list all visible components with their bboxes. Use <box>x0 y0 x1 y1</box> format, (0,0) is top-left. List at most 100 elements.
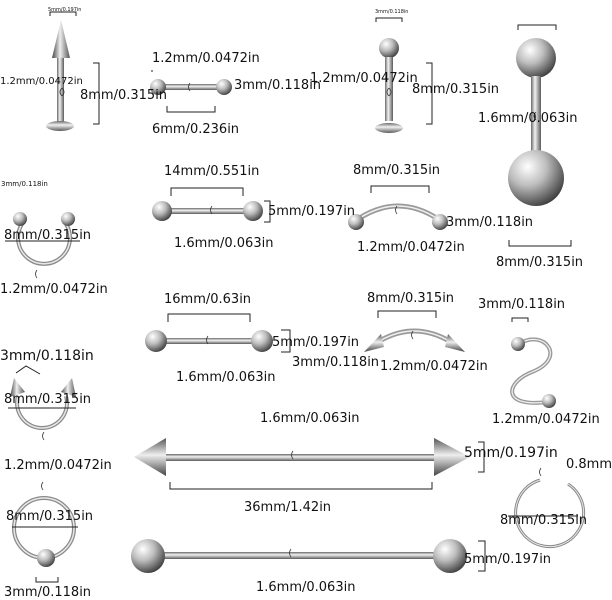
dimension-line <box>93 62 100 125</box>
length-label: 8mm/0.315in <box>412 82 500 97</box>
dimension-line <box>478 441 485 473</box>
horseshoe-ring-highlight <box>17 223 71 265</box>
bar <box>165 454 435 461</box>
gauge-label: 1.6mm/0.063in <box>256 580 356 595</box>
large-ball <box>508 150 564 206</box>
diameter-label: 8mm/0.315in <box>4 228 92 243</box>
dimension-line <box>478 540 486 572</box>
spike-left <box>364 334 384 352</box>
dimension-line <box>167 313 251 322</box>
industrial-ball-item <box>131 539 486 573</box>
ball-size-label: 3mm/0.118in <box>1 180 48 188</box>
ring-highlight <box>13 497 75 559</box>
bar <box>165 208 253 214</box>
length-label: 36mm/1.42in <box>244 500 332 515</box>
curved-bar-highlight <box>377 330 452 343</box>
labret-ball-item <box>375 17 433 133</box>
post <box>385 57 393 121</box>
industrial-spike-item <box>134 438 485 490</box>
length-label: 6mm/0.236in <box>152 122 240 137</box>
ball-top <box>379 38 399 58</box>
spike-top <box>52 20 70 58</box>
gauge-label: 1.6mm/0.063in <box>174 236 274 251</box>
dimension-line <box>49 11 77 16</box>
ball-bottom <box>542 394 556 408</box>
ball-size-label: 3mm/0.118in <box>234 78 322 93</box>
dimension-line <box>508 240 572 247</box>
dimension-line <box>517 24 557 30</box>
ring-highlight <box>515 479 585 548</box>
ball-left <box>152 201 172 221</box>
ball-left <box>131 539 165 573</box>
length-label: 14mm/0.551in <box>164 164 260 179</box>
spike-right <box>434 438 470 476</box>
gauge-label: 1.2mm/0.0472in <box>0 76 83 87</box>
length-label: 8mm/0.315in <box>353 163 441 178</box>
s-twist-item <box>510 317 556 408</box>
ball-left <box>145 330 167 352</box>
dimension-line <box>264 200 271 223</box>
ball-size-label: 8mm/0.315in <box>496 255 584 270</box>
spike-size-label: 3mm/0.118in <box>292 355 380 370</box>
ball-size-label: 3mm/0.118in <box>375 9 409 15</box>
gauge-label: 1.6mm/0.063in <box>176 370 276 385</box>
diameter-label: 8mm/0.315in <box>6 509 94 524</box>
straight-barbell-14-item <box>152 187 271 223</box>
spike-left <box>10 378 25 397</box>
spike-left <box>134 438 166 476</box>
gauge-label: 1.2mm/0.0472in <box>492 412 600 427</box>
curved-barbell-ball-item <box>348 185 448 230</box>
length-label: 8mm/0.315in <box>80 88 168 103</box>
dimension-line <box>511 317 529 322</box>
gauge-label: 1.2mm/0.0472in <box>4 458 112 473</box>
ball-left <box>13 212 27 226</box>
straight-barbell-16-item <box>145 313 291 353</box>
flat-back-disc <box>46 121 74 131</box>
gauge-label: 1.2mm/0.0472in <box>152 51 260 66</box>
ball-right <box>251 330 273 352</box>
ball-size-label: 5mm/0.197in <box>272 335 360 350</box>
ball-right <box>61 212 75 226</box>
dimension-line <box>370 185 430 193</box>
seamless-ring-item <box>508 478 586 549</box>
ball-size-label: 5mm/0.197in <box>464 552 552 567</box>
labret-spike-item <box>46 11 100 131</box>
captive-bead <box>37 549 55 567</box>
gauge-label: 1.6mm/0.063in <box>260 411 360 426</box>
length-label: 16mm/0.63in <box>164 292 252 307</box>
bar <box>160 338 258 344</box>
dimension-line <box>15 365 41 375</box>
spike-size-label: 5mm/0.197in <box>464 445 558 461</box>
ball-right <box>243 201 263 221</box>
ball-left <box>348 214 364 230</box>
gauge-label: 1.2mm/0.0472in <box>0 282 108 297</box>
gauge-label: 1.2mm/0.0472in <box>380 359 488 374</box>
ball-size-label: 3mm/0.118in <box>478 297 566 312</box>
length-label: 8mm/0.315in <box>367 291 455 306</box>
short-barbell-item <box>150 70 232 113</box>
small-ball <box>516 38 556 78</box>
dimension-line <box>169 482 433 490</box>
spike-right <box>61 378 76 397</box>
horseshoe-ball-item <box>5 212 80 266</box>
dimension-line <box>151 70 216 113</box>
dimension-line <box>375 17 403 22</box>
gauge-marks <box>35 82 542 558</box>
spike-right <box>445 334 465 352</box>
gauge-label: 1.2mm/0.0472in <box>357 240 465 255</box>
dimension-line <box>170 187 244 196</box>
dimension-line <box>35 577 59 583</box>
bar <box>160 552 442 559</box>
flat-back-disc <box>375 123 403 133</box>
captive-bead-ring-item <box>12 496 78 583</box>
s-bar-highlight <box>511 338 551 404</box>
gauge-label: 1.6mm/0.063in <box>478 111 578 126</box>
curved-barbell-spike-item <box>364 310 465 352</box>
ball-left <box>150 79 166 95</box>
spike-size-label: 3mm/0.118in <box>0 348 94 364</box>
diameter-label: 8mm/0.315in <box>4 392 92 407</box>
ball-right <box>216 79 232 95</box>
bar <box>160 84 226 90</box>
spike-size-label: 5mm/0.197in <box>48 7 82 13</box>
